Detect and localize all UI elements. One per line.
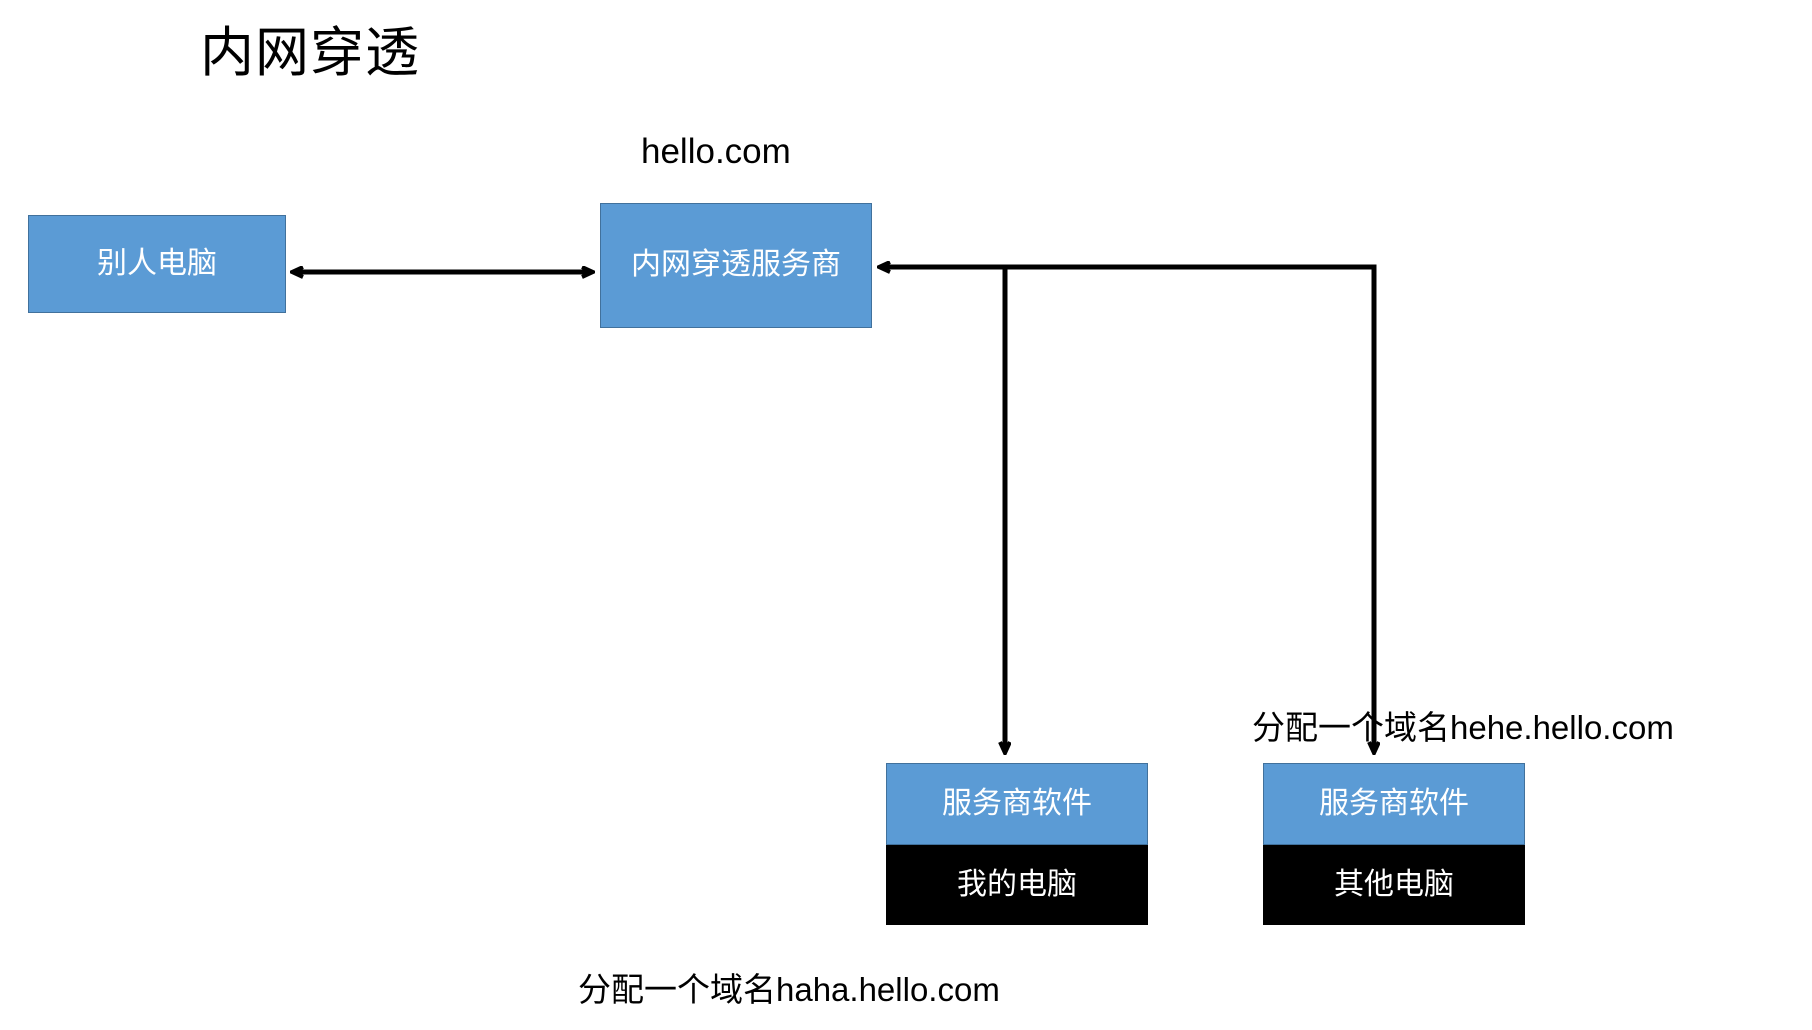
node-provider-label: 内网穿透服务商 (631, 248, 841, 282)
connector-sw-other-to-provider (1005, 264, 1374, 752)
node-service-software-other[interactable]: 服务商软件 (1263, 763, 1525, 845)
page-title: 内网穿透 (200, 23, 420, 83)
node-service-software-mine-label: 服务商软件 (942, 786, 1092, 820)
assign-domain-mine-label: 分配一个域名haha.hello.com (578, 971, 1000, 1008)
node-my-computer[interactable]: 我的电脑 (886, 845, 1148, 925)
node-other-computer-label: 其他电脑 (1334, 867, 1454, 901)
node-provider[interactable]: 内网穿透服务商 (600, 203, 872, 328)
assign-domain-other-label: 分配一个域名hehe.hello.com (1252, 709, 1674, 746)
node-other-computer[interactable]: 其他电脑 (1263, 845, 1525, 925)
connector-sw-mine-to-provider (880, 267, 1005, 752)
node-others-pc-label: 别人电脑 (97, 246, 217, 280)
node-service-software-mine[interactable]: 服务商软件 (886, 763, 1148, 845)
node-others-pc[interactable]: 别人电脑 (28, 215, 286, 313)
node-my-computer-label: 我的电脑 (957, 867, 1077, 901)
node-service-software-other-label: 服务商软件 (1319, 786, 1469, 820)
provider-domain-label: hello.com (641, 132, 791, 171)
